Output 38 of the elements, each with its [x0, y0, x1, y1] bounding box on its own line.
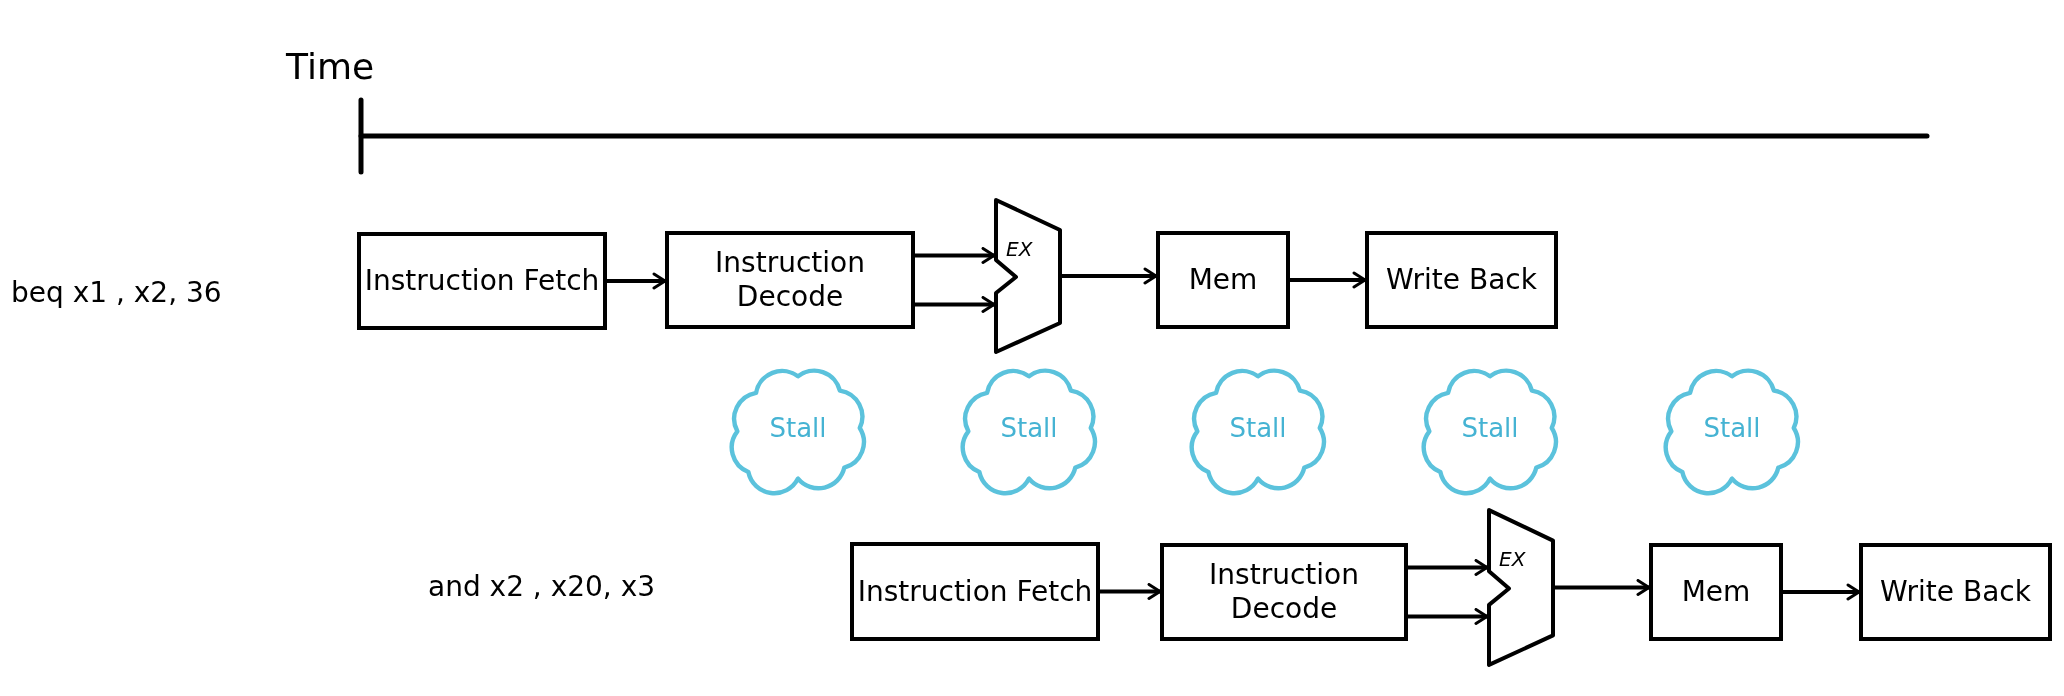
stage-box	[850, 542, 1100, 641]
arrow	[1783, 583, 1861, 601]
execute-unit	[994, 198, 1062, 354]
stage-label: Instruction Fetch	[364, 264, 600, 298]
stall-label: Stall	[1229, 413, 1287, 443]
arrow	[915, 247, 996, 264]
instruction-label: beq x1 , x2, 36	[11, 276, 222, 309]
arrow	[1100, 583, 1162, 600]
stage-box	[1859, 543, 2052, 641]
arrow	[1408, 559, 1489, 576]
stage-box	[1649, 543, 1783, 641]
instruction-label: and x2 , x20, x3	[428, 570, 656, 603]
stall-label: Stall	[1461, 413, 1519, 443]
stage-label: EX	[1006, 238, 1033, 260]
stall-label: Stall	[1703, 413, 1761, 443]
stage-label: Write Back	[1880, 575, 2031, 609]
stage-box	[1156, 231, 1290, 329]
stage-label: Mem	[1188, 263, 1258, 297]
stage-label: Instruction Fetch	[857, 574, 1093, 609]
arrow	[1062, 267, 1158, 285]
stage-label: Instruction Decode	[1208, 558, 1360, 626]
arrow	[1290, 271, 1367, 289]
stall-label: Stall	[1000, 413, 1058, 443]
arrow	[1555, 579, 1651, 596]
stage-label: Write Back	[1386, 263, 1537, 297]
stage-box	[665, 231, 915, 329]
arrow	[915, 296, 996, 313]
stage-box	[1365, 231, 1558, 329]
stage-box	[357, 232, 607, 330]
stall-label: Stall	[769, 413, 827, 443]
stage-box	[1160, 543, 1408, 641]
stage-label: Instruction Decode	[714, 246, 866, 314]
arrow	[1408, 608, 1489, 625]
execute-unit	[1487, 508, 1555, 667]
arrow	[607, 272, 667, 290]
stage-label: EX	[1499, 548, 1526, 570]
axis-label: Time	[286, 46, 375, 87]
stage-label: Mem	[1681, 575, 1751, 609]
